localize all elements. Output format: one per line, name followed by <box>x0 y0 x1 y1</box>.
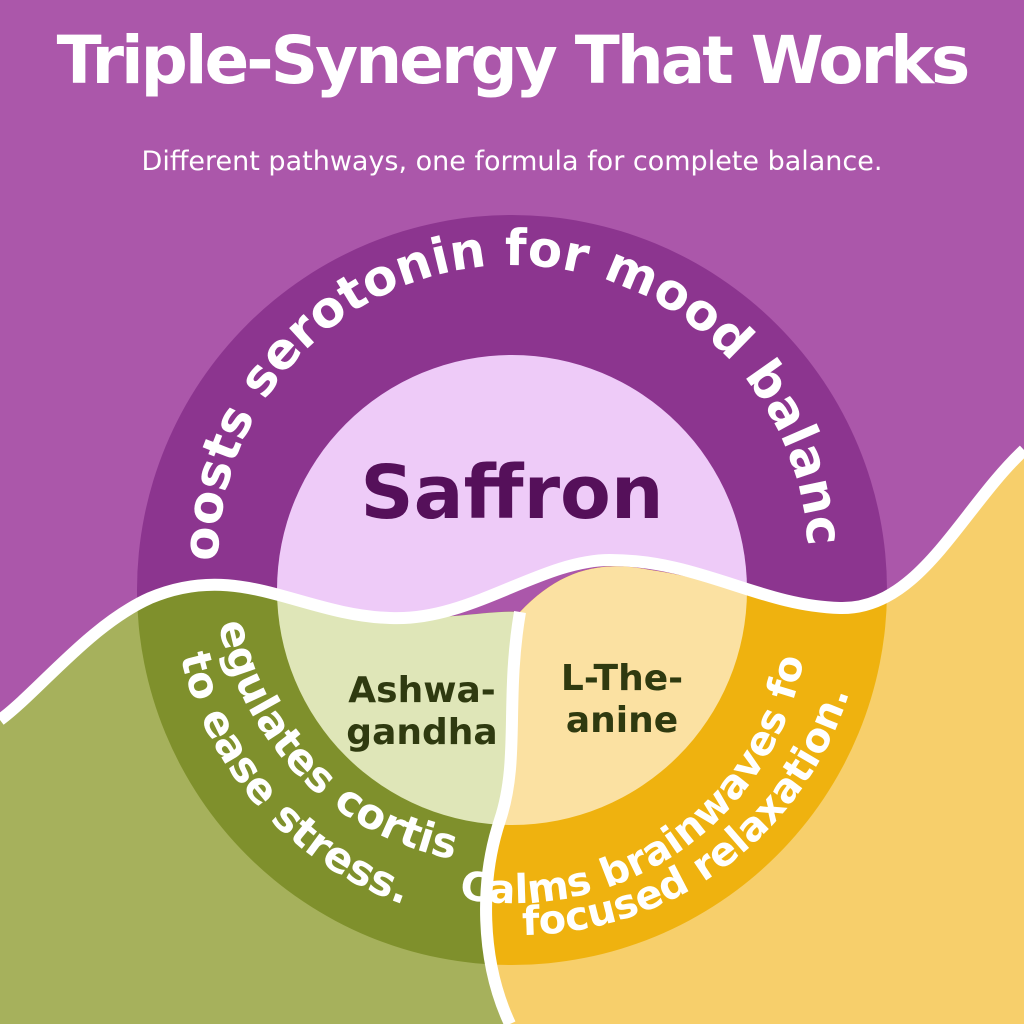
ltheanine-name-line1: L-The- <box>561 658 683 699</box>
divider-wave-vertical <box>480 610 526 1024</box>
page-subtitle: Different pathways, one formula for comp… <box>141 146 883 177</box>
ltheanine-name-line2: anine <box>566 700 678 741</box>
page-title: Triple-Synergy That Works <box>56 22 971 99</box>
ashwagandha-name-line1: Ashwa- <box>348 670 495 711</box>
ashwagandha-name-line2: gandha <box>346 712 497 753</box>
saffron-name: Saffron <box>360 450 663 536</box>
divider-wave-top <box>0 445 1024 725</box>
